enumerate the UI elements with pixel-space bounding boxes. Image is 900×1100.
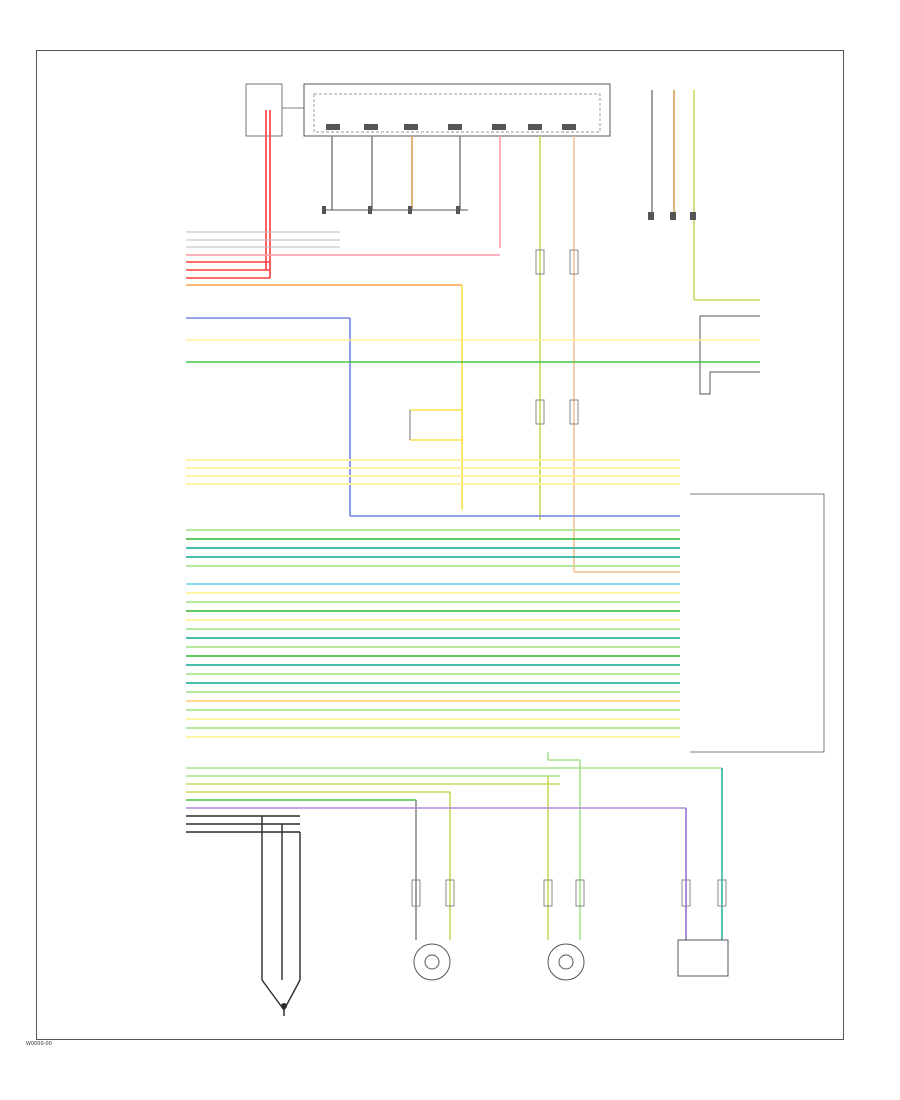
connector-icon — [677, 939, 729, 977]
diagram-code: W0000-00 — [26, 1041, 52, 1047]
mid-signal-wires — [186, 317, 760, 517]
right-upper-connector — [651, 90, 760, 395]
transmission-range-bracket — [690, 493, 825, 753]
row-bundle-a — [186, 459, 680, 485]
connector-marks — [322, 206, 727, 907]
sensor-icon — [413, 943, 585, 981]
fuse-drop-wires — [324, 136, 575, 572]
fuse-row — [326, 124, 576, 130]
lower-harness — [186, 752, 723, 940]
power-distribution-block — [245, 83, 611, 137]
switch-module — [409, 409, 462, 441]
row-bundle-c — [186, 583, 680, 738]
ground-bundle — [261, 816, 301, 1016]
row-bundle-b — [186, 529, 680, 573]
ground-icon — [281, 1003, 287, 1009]
power-harness — [186, 110, 500, 510]
diagram-frame — [36, 50, 844, 1040]
